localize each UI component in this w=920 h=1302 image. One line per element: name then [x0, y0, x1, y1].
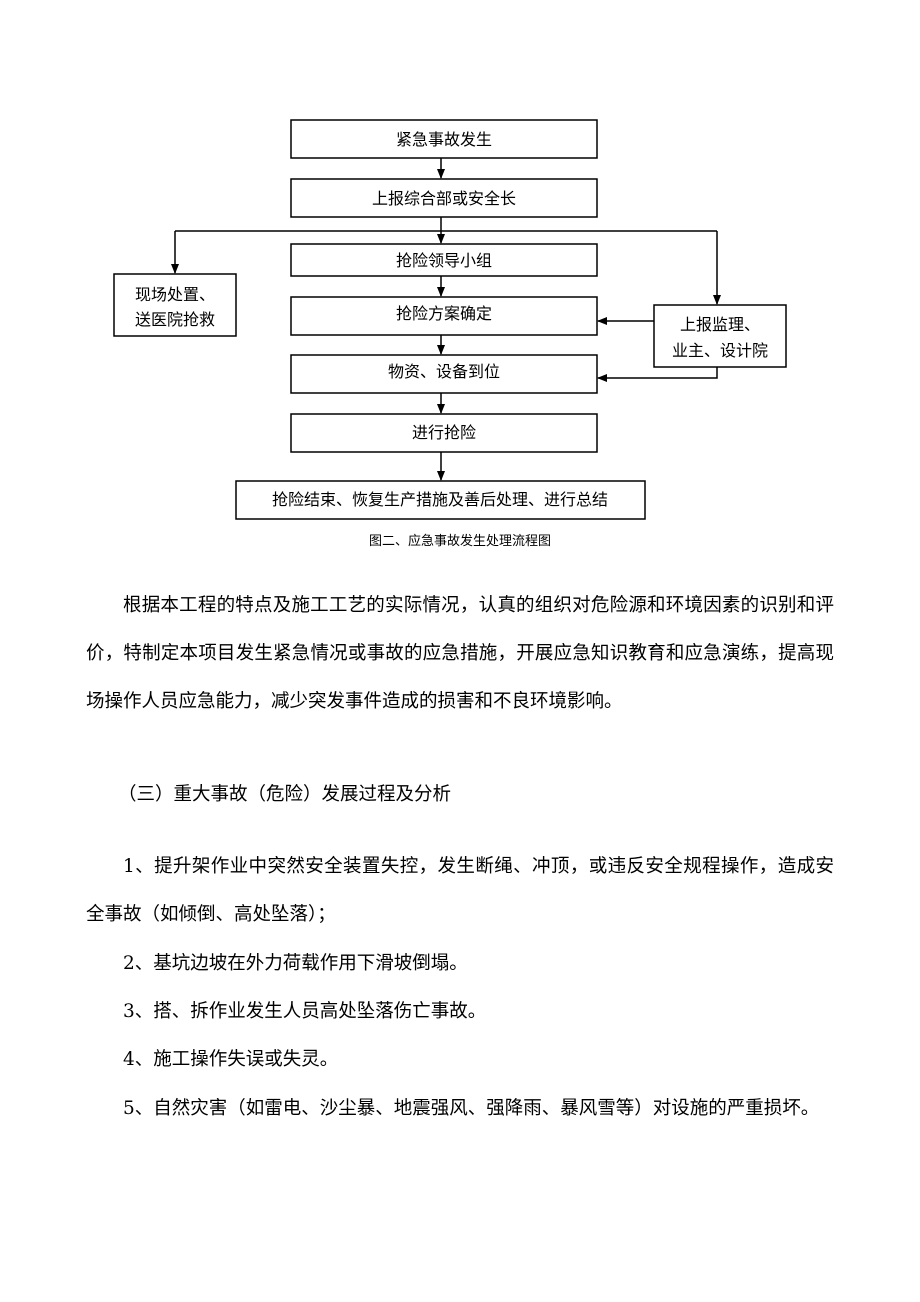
node-supervise-label-1: 上报监理、 [680, 315, 760, 334]
arrow-supervise-to-materials [597, 367, 718, 382]
section-heading: （三）重大事故（危险）发展过程及分析 [118, 784, 452, 805]
node-supervise-label-2: 业主、设计院 [672, 341, 768, 360]
node-onsite-label-2: 送医院抢救 [135, 310, 215, 329]
flowchart-diagram: 紧急事故发生 上报综合部或安全长 抢险领导小组 抢险方案确定 物资、设备到位 进… [113, 119, 787, 520]
node-finish-label: 抢险结束、恢复生产措施及善后处理、进行总结 [272, 490, 608, 509]
figure-caption: 图二、应急事故发生处理流程图 [368, 534, 551, 549]
node-onsite [113, 273, 237, 337]
list-item: 3、搭、拆作业发生人员高处坠落伤亡事故。 [123, 1001, 487, 1022]
list-item: 2、基坑边坡在外力荷载作用下滑坡倒塌。 [123, 953, 468, 974]
node-leader-group-label: 抢险领导小组 [396, 251, 492, 270]
list-item: 1、提升架作业中突然安全装置失控，发生断绳、冲顶，或违反安全规程操作，造成安全事… [86, 856, 834, 925]
node-leader-group [290, 243, 598, 277]
node-report-dept-label: 上报综合部或安全长 [372, 189, 516, 208]
node-supervise [653, 304, 787, 368]
list-item: 4、施工操作失误或失灵。 [123, 1049, 339, 1070]
list-item: 5、自然灾害（如雷电、沙尘暴、地震强风、强降雨、暴风雪等）对设施的严重损坏。 [123, 1098, 820, 1119]
node-onsite-label-1: 现场处置、 [135, 285, 215, 304]
node-plan [290, 296, 598, 336]
node-emergency [290, 119, 598, 159]
intro-paragraph: 根据本工程的特点及施工工艺的实际情况，认真的组织对危险源和环境因素的识别和评价，… [86, 595, 834, 712]
node-plan-label: 抢险方案确定 [396, 304, 492, 323]
node-execute-label: 进行抢险 [412, 423, 476, 442]
node-emergency-label: 紧急事故发生 [396, 130, 492, 149]
node-execute [290, 413, 598, 453]
node-finish [235, 480, 646, 520]
node-report-dept [290, 178, 598, 218]
node-materials-label: 物资、设备到位 [388, 362, 500, 381]
